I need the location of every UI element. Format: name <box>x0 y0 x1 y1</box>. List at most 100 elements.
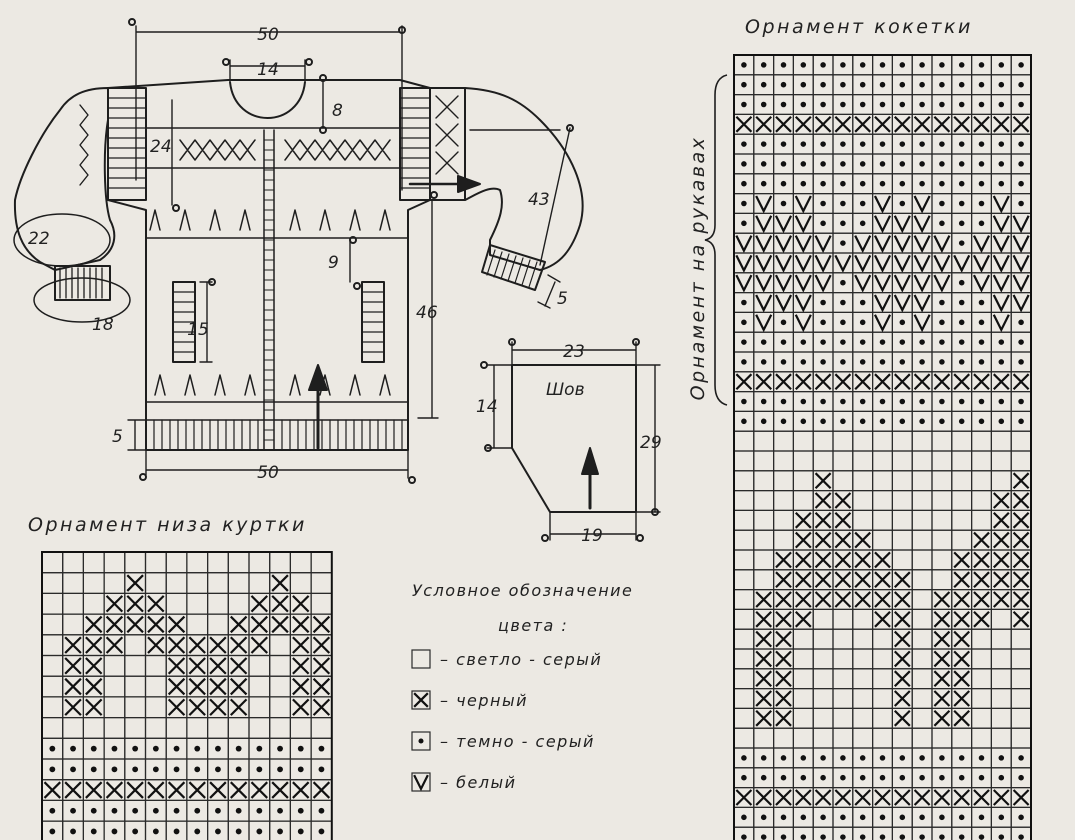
chart-cell <box>891 74 913 96</box>
chart-cell <box>248 654 271 677</box>
chart-cell <box>772 588 794 610</box>
chart-cell <box>970 351 992 373</box>
chart-cell <box>852 193 874 215</box>
left-sleeve-cuff-ribs <box>59 267 103 299</box>
chart-cell <box>165 696 188 719</box>
chart-cell <box>269 613 292 636</box>
cuff-circumference-marker <box>33 277 131 323</box>
chart-cell <box>124 737 147 760</box>
chart-cell <box>41 634 64 657</box>
chart-cell <box>1010 608 1032 630</box>
chart-cell <box>812 509 834 531</box>
chart-cell <box>951 252 973 274</box>
dimension-dot <box>319 126 327 134</box>
chart-cell <box>772 113 794 135</box>
chart-cell <box>871 727 893 749</box>
chart-cell <box>812 727 834 749</box>
chart-cell <box>812 193 834 215</box>
chart-cell <box>911 470 933 492</box>
chart-cell <box>772 371 794 393</box>
chart-cell <box>812 391 834 413</box>
chart-cell <box>248 613 271 636</box>
chart-cell <box>103 737 126 760</box>
chart-cell <box>753 292 775 314</box>
chart-cell <box>852 232 874 254</box>
chart-cell <box>931 113 953 135</box>
chart-cell <box>871 549 893 571</box>
chart-cell <box>207 572 229 595</box>
chart-cell <box>852 806 874 828</box>
chart-cell <box>753 311 775 333</box>
chart-cell <box>753 212 775 234</box>
chart-cell <box>227 592 250 615</box>
chart-cell <box>248 758 271 781</box>
chart-cell <box>871 232 893 254</box>
chart-cell <box>951 292 973 314</box>
chart-cell <box>103 654 126 677</box>
chart-cell <box>951 668 973 690</box>
chart-cell <box>970 193 992 215</box>
chart-cell <box>1010 93 1032 115</box>
chart-cell <box>772 509 794 531</box>
chart-cell <box>772 232 794 254</box>
dimension-dot <box>305 58 313 66</box>
chart-cell <box>990 193 1012 215</box>
chart-cell <box>289 551 312 574</box>
chart-cell <box>990 509 1012 531</box>
chart-cell <box>144 592 167 615</box>
chart-cell <box>103 551 126 574</box>
chart-cell <box>951 391 973 413</box>
chart-cell <box>970 806 992 828</box>
chart-cell <box>891 727 913 749</box>
chart-cell <box>990 113 1012 135</box>
chart-cell <box>753 113 775 135</box>
chart-cell <box>891 806 913 828</box>
chart-cell <box>772 212 794 234</box>
chart-cell <box>970 490 992 512</box>
chart-cell <box>124 634 147 657</box>
chart-cell <box>951 549 973 571</box>
chart-cell <box>891 450 913 472</box>
chart-cell <box>772 786 794 808</box>
chart-cell <box>911 232 933 254</box>
chart-cell <box>951 826 973 840</box>
chart-cell <box>772 252 794 274</box>
chart-cell <box>911 54 933 76</box>
legend-label: – белый <box>440 773 517 792</box>
chart-cell <box>310 675 333 698</box>
chart-cell <box>970 687 992 709</box>
chart-cell <box>871 767 893 789</box>
chart-cell <box>891 391 913 413</box>
chart-cell <box>733 272 755 294</box>
chart-cell <box>931 212 953 234</box>
chart-cell <box>207 820 229 840</box>
chart-cell <box>733 826 755 840</box>
chart-cell <box>891 668 913 690</box>
chart-cell <box>124 696 147 719</box>
chart-cell <box>931 153 953 175</box>
chart-cell <box>970 410 992 432</box>
chart-cell <box>82 654 105 677</box>
chart-cell <box>1010 509 1032 531</box>
chart-cell <box>931 331 953 353</box>
left-yoke-rib-block <box>107 87 147 201</box>
chart-cell <box>911 687 933 709</box>
chart-cell <box>891 588 913 610</box>
chart-cell <box>165 779 188 802</box>
chart-cell <box>951 173 973 195</box>
chart-cell <box>269 758 292 781</box>
chart-cell <box>911 430 933 452</box>
chart-cell <box>911 668 933 690</box>
chart-cell <box>832 153 854 175</box>
chart-cell <box>990 351 1012 373</box>
chart-cell <box>951 707 973 729</box>
chart-cell <box>62 613 85 636</box>
hem-height-dimension <box>127 419 147 451</box>
chart-cell <box>931 410 953 432</box>
chart-cell <box>186 613 209 636</box>
body-direction-arrow-head <box>308 364 328 391</box>
chart-cell <box>812 648 834 670</box>
chart-cell <box>248 696 271 719</box>
dimension-dot <box>139 473 147 481</box>
sleeve-seam-label: Шов <box>546 380 585 400</box>
